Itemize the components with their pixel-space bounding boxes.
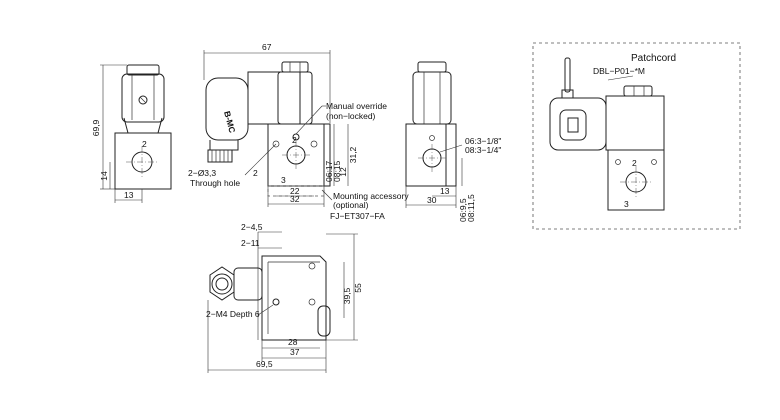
dim-side-overall: 67 [262, 42, 272, 52]
inset-coil [605, 95, 665, 151]
front-valve-body [114, 132, 172, 190]
patchcord-inset: Patchcord DBL−P01−*M 2 3 [532, 42, 741, 230]
front-screw-icon [138, 95, 148, 105]
top-body [261, 255, 327, 341]
inset-part: DBL−P01−*M [593, 66, 645, 76]
top-view: 2−4,5 2−11 2−M4 Depth 6 39,5 55 [206, 222, 363, 373]
dim-height-55: 55 [353, 283, 363, 293]
dim-top-2-4-5: 2−4,5 [241, 222, 263, 232]
side-port-2-label: 2 [292, 135, 297, 145]
right-valve-body [405, 123, 457, 187]
manual-override-label: Manual override [326, 101, 387, 111]
mount-hole [272, 140, 280, 148]
front-coil-body [121, 73, 165, 123]
side-coil [247, 71, 301, 125]
dim-front-width: 13 [124, 190, 134, 200]
dim-front-height: 69,9 [91, 119, 101, 136]
dim-width-28: 28 [288, 337, 298, 347]
mounting-accessory-label: Mounting accessory [333, 191, 409, 201]
non-locked-label: (non−locked) [326, 111, 376, 121]
optional-label: (optional) [333, 200, 369, 210]
inset-coil-cap [623, 85, 653, 97]
m4-hole [272, 298, 280, 306]
bracket-slot [317, 305, 331, 337]
inset-port-2-label: 2 [632, 158, 637, 168]
cable-end [561, 89, 574, 99]
front-coil-cap [126, 64, 160, 76]
dim-right-width-30: 30 [427, 195, 437, 205]
port-thread-b: 08:3−1/4" [465, 145, 501, 155]
dim-right-height-b: 08:11,5 [466, 194, 476, 222]
front-view: 2 69,9 14 13 [91, 64, 172, 203]
dim-12: 12 [338, 167, 348, 177]
m4-depth-label: 2−M4 Depth 6 [206, 309, 260, 319]
front-port-label: 2 [142, 139, 147, 149]
side-coil-cap [281, 61, 309, 73]
dim-right-width-13: 13 [440, 186, 450, 196]
inset-frame [532, 42, 741, 230]
dim-front-port-height: 14 [99, 171, 109, 181]
through-hole-label: Through hole [190, 178, 240, 188]
dim-width-32: 32 [290, 194, 300, 204]
inset-port-3-label: 3 [624, 199, 629, 209]
side-port-2-left: 2 [253, 168, 258, 178]
dim-height-31-2: 31,2 [348, 146, 358, 163]
dim-port-b: 08:15 [332, 160, 342, 182]
right-coil [412, 71, 452, 125]
right-view: 06:3−1/8" 08:3−1/4" 13 30 06:9,5 08:11,5 [405, 61, 501, 222]
brand-label: B-MC [222, 110, 237, 134]
dim-height-39-5: 39,5 [342, 287, 352, 304]
hex-nut-icon [209, 266, 235, 301]
port-thread-a: 06:3−1/8" [465, 136, 501, 146]
mount-part-label: FJ−ET307−FA [330, 211, 385, 221]
dim-right-height-a: 06:9,5 [458, 198, 468, 222]
dim-width-22: 22 [290, 186, 300, 196]
inset-title: Patchcord [631, 53, 676, 64]
dim-width-37: 37 [290, 347, 300, 357]
side-port-3-label: 3 [281, 175, 286, 185]
dim-port-a: 06:17 [324, 160, 334, 182]
patchcord-cable-icon [564, 57, 571, 93]
dim-top-2-11: 2−11 [241, 238, 260, 248]
side-view: 67 B-MC 2 3 2 Manual override (non−l [188, 42, 409, 221]
mounting-bracket-outline [267, 185, 325, 197]
dim-width-69-5: 69,5 [256, 359, 273, 369]
through-hole-dia-label: 2−Ø3,3 [188, 168, 216, 178]
inset-valve-body [607, 149, 665, 211]
right-coil-cap [417, 61, 447, 73]
